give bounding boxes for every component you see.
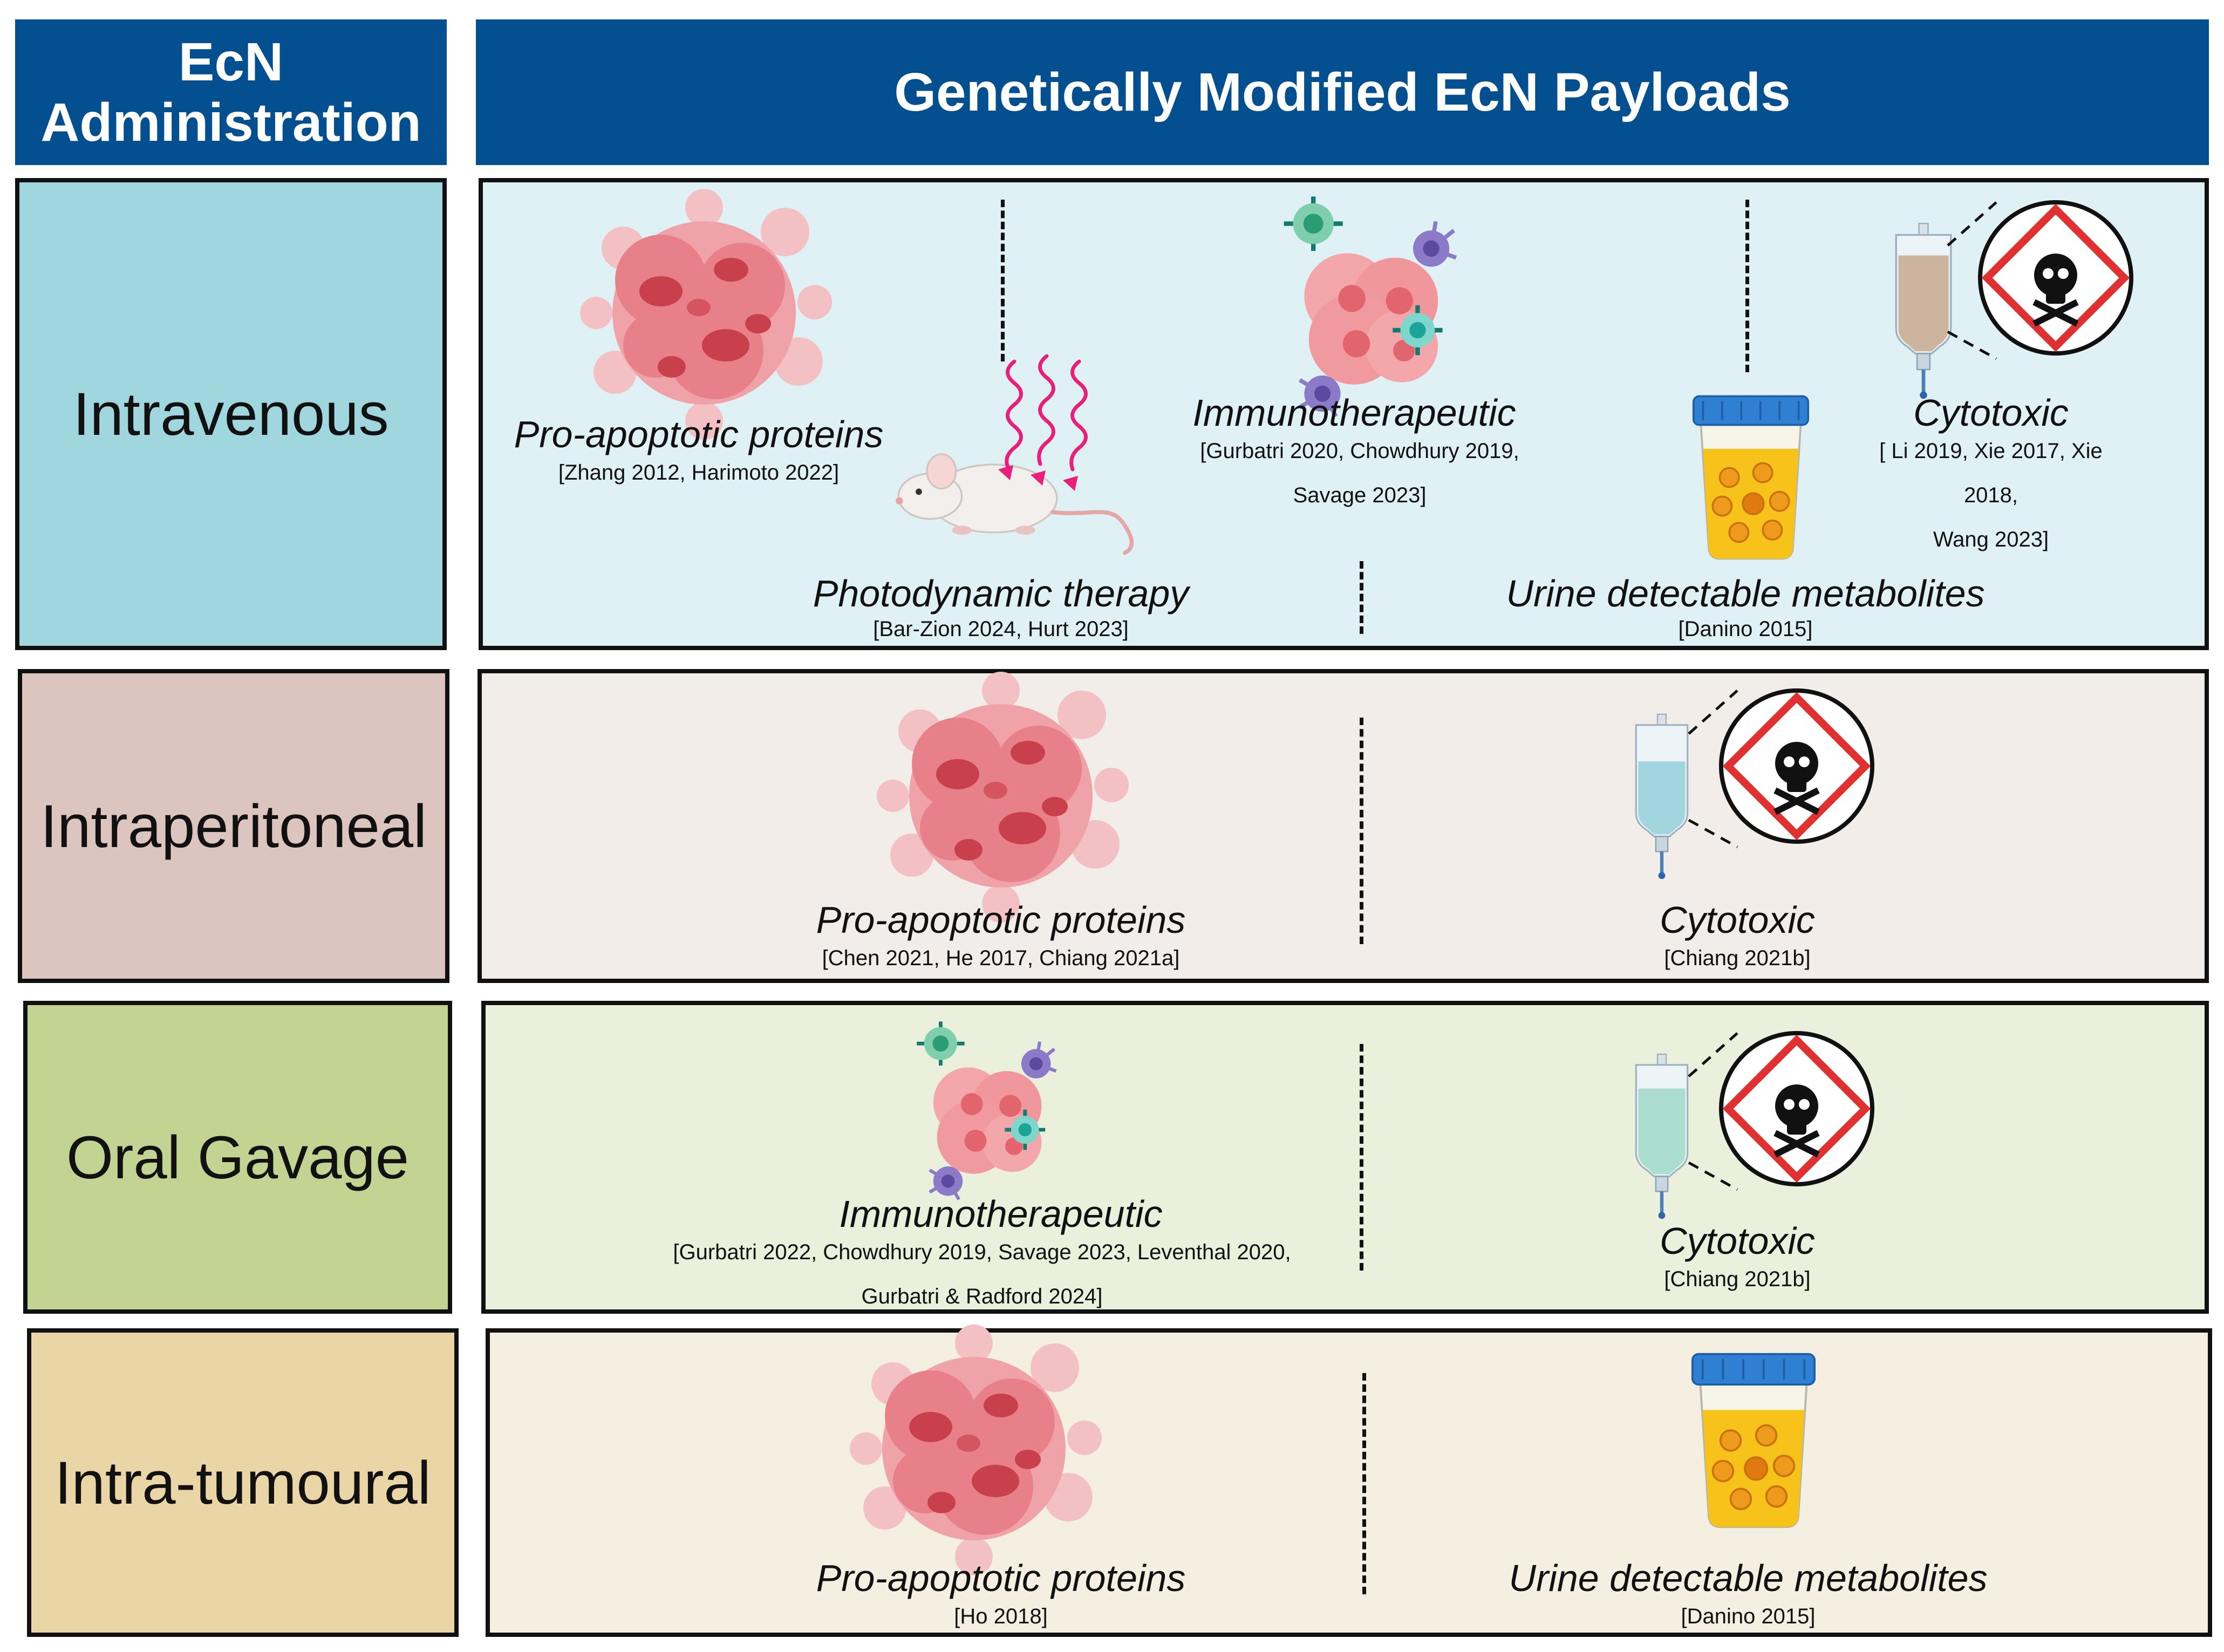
- toxic-hazard-icon: [1683, 688, 1878, 844]
- iv-bag-icon: [1619, 1052, 1705, 1219]
- header-payloads: Genetically Modified EcN Payloads: [476, 19, 2209, 165]
- payload-refs: [Danino 2015]: [1681, 1605, 1816, 1628]
- dashed-divider: [1360, 1044, 1363, 1271]
- route-label-intravenous: Intravenous: [73, 380, 389, 448]
- route-box-intraperitoneal: Intraperitoneal: [18, 669, 449, 983]
- payload-refs: [Gurbatri 2020, Chowdhury 2019, Savage 2…: [1200, 439, 1519, 507]
- payload-label-immunotherapeutic: Immunotherapeutic: [839, 1193, 1163, 1235]
- route-box-oral-gavage: Oral Gavage: [23, 1001, 452, 1314]
- payload-refs: [Danino 2015]: [1678, 617, 1813, 641]
- dashed-divider: [1360, 561, 1363, 634]
- route-label-intra-tumoural: Intra-tumoural: [54, 1449, 431, 1517]
- route-box-intra-tumoural: Intra-tumoural: [27, 1328, 459, 1637]
- payload-panel-oral-gavage: [481, 1001, 2209, 1314]
- tumour-icon: [877, 672, 1129, 923]
- route-box-intravenous: Intravenous: [15, 178, 447, 650]
- laser-light-icon: [977, 351, 1111, 507]
- payload-refs: [Bar-Zion 2024, Hurt 2023]: [873, 617, 1129, 641]
- header-ecn-administration: EcN Administration: [15, 19, 447, 165]
- dashed-divider: [1745, 200, 1749, 372]
- tumour-icon: [580, 189, 832, 440]
- payload-label-urine-metabolites: Urine detectable metabolites: [1506, 572, 1985, 615]
- tumour-icon: [850, 1325, 1102, 1575]
- payload-label-cytotoxic: Cytotoxic: [1660, 1220, 1815, 1262]
- header-right-title: Genetically Modified EcN Payloads: [894, 62, 1791, 122]
- payload-refs: [Chiang 2021b]: [1664, 1267, 1811, 1291]
- payload-label-cytotoxic: Cytotoxic: [1660, 899, 1815, 941]
- payload-label-photodynamic: Photodynamic therapy: [813, 572, 1189, 615]
- dashed-divider: [1360, 718, 1363, 944]
- urine-cup-icon: [1692, 395, 1810, 560]
- immune-cells-icon: [896, 1020, 1074, 1203]
- toxic-hazard-icon: [1683, 1030, 1878, 1187]
- payload-label-pro-apoptotic: Pro-apoptotic proteins: [514, 413, 884, 455]
- dashed-divider: [1362, 1373, 1366, 1594]
- payload-label-immunotherapeutic: Immunotherapeutic: [1192, 392, 1516, 434]
- payload-refs: [Ho 2018]: [954, 1605, 1048, 1628]
- payload-label-cytotoxic: Cytotoxic: [1913, 392, 2069, 434]
- payload-panel-intra-tumoural: [486, 1328, 2212, 1637]
- payload-label-urine-metabolites: Urine detectable metabolites: [1509, 1557, 1988, 1599]
- iv-bag-icon: [1875, 221, 1972, 399]
- payload-refs: [Chiang 2021b]: [1664, 946, 1811, 970]
- payload-refs: [Zhang 2012, Harimoto 2022]: [558, 461, 840, 484]
- payload-label-pro-apoptotic: Pro-apoptotic proteins: [816, 1557, 1186, 1599]
- payload-refs: [Chen 2021, He 2017, Chiang 2021a]: [822, 946, 1180, 970]
- urine-cup-icon: [1691, 1353, 1816, 1528]
- payload-panel-intraperitoneal: [477, 669, 2209, 983]
- dashed-divider: [1001, 200, 1005, 361]
- immune-cells-icon: [1254, 194, 1481, 421]
- route-label-oral-gavage: Oral Gavage: [66, 1123, 409, 1191]
- payload-refs: [ Li 2019, Xie 2017, Xie 2018, Wang 2023…: [1879, 439, 2103, 551]
- payload-label-pro-apoptotic: Pro-apoptotic proteins: [816, 899, 1186, 941]
- header-left-title: EcN Administration: [40, 32, 421, 153]
- iv-bag-icon: [1619, 712, 1705, 879]
- toxic-hazard-icon: [1942, 200, 2137, 356]
- route-label-intraperitoneal: Intraperitoneal: [40, 792, 427, 860]
- payload-refs: [Gurbatri 2022, Chowdhury 2019, Savage 2…: [673, 1240, 1291, 1308]
